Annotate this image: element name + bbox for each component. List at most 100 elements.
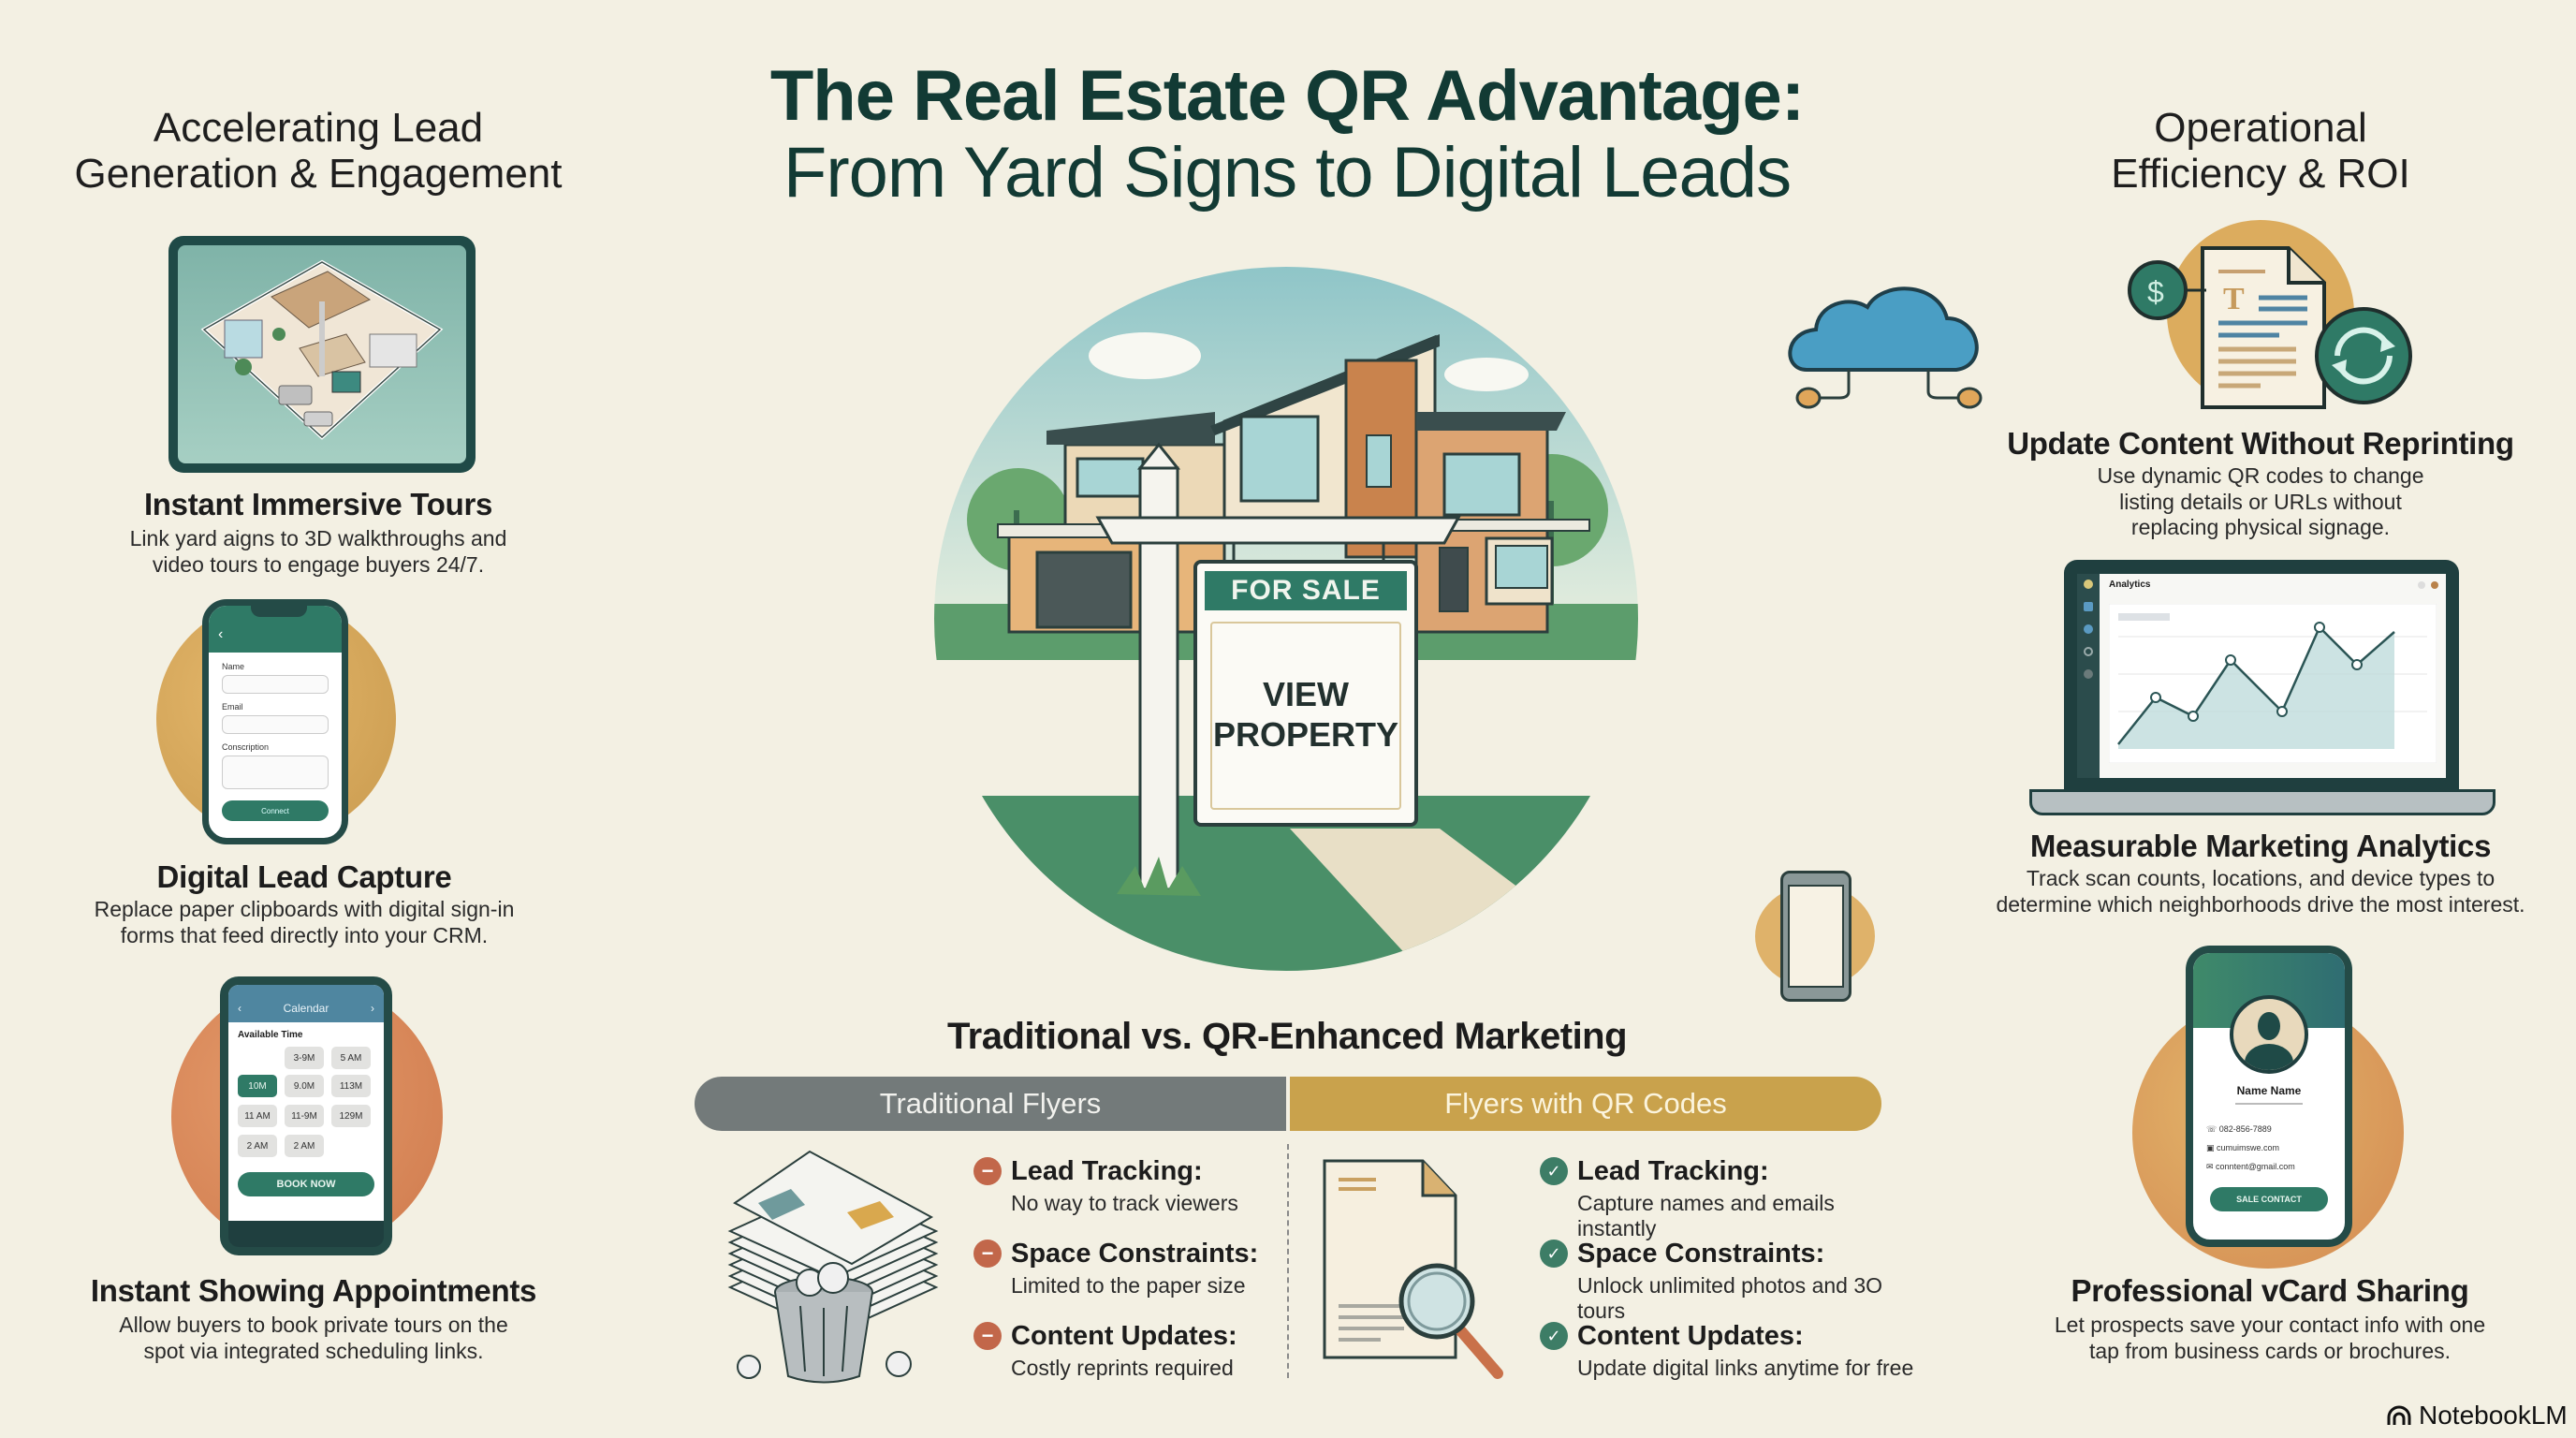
feature-desc-analytics: Track scan counts, locations, and device… bbox=[1975, 866, 2546, 917]
form-email-field[interactable] bbox=[222, 715, 329, 734]
comparison-heading: Traditional vs. QR-Enhanced Marketing bbox=[946, 1016, 1628, 1057]
item-value: No way to track viewers bbox=[1011, 1190, 1238, 1215]
item-label: Lead Tracking: bbox=[1011, 1156, 1203, 1186]
title-line-2: From Yard Signs to Digital Leads bbox=[783, 133, 1792, 213]
desc-line: spot via integrated scheduling links. bbox=[143, 1338, 484, 1363]
tablet-floorplan-icon bbox=[168, 236, 476, 473]
sidebar-home-icon[interactable] bbox=[2084, 580, 2093, 589]
web-icon: ▣ bbox=[2206, 1143, 2217, 1152]
right-heading-line-1: Operational bbox=[2154, 105, 2367, 151]
time-slot[interactable]: 5 AM bbox=[331, 1047, 371, 1069]
time-slot[interactable]: 11 AM bbox=[238, 1105, 277, 1127]
item-value: Update digital links anytime for free bbox=[1577, 1355, 1914, 1380]
save-contact-button[interactable]: SALE CONTACT bbox=[2210, 1187, 2328, 1211]
window-dot-icon bbox=[2418, 581, 2425, 589]
check-circle-icon: ✓ bbox=[1540, 1322, 1568, 1350]
vcard-website[interactable]: cumuimswe.com bbox=[2217, 1143, 2280, 1152]
notebooklm-brand: NotebookLM bbox=[2387, 1401, 2568, 1431]
time-slot-selected[interactable]: 10M bbox=[238, 1075, 277, 1097]
desc-line: Link yard aigns to 3D walkthroughs and bbox=[129, 526, 507, 550]
for-sale-header: FOR SALE bbox=[1205, 571, 1407, 610]
analytics-screen-title: Analytics bbox=[2109, 580, 2151, 590]
sidebar-globe-icon[interactable] bbox=[2084, 624, 2093, 634]
left-heading-line-2: Generation & Engagement bbox=[74, 151, 563, 198]
right-heading-line-2: Efficiency & ROI bbox=[2111, 151, 2410, 198]
item-label: Lead Tracking: bbox=[1577, 1156, 1769, 1186]
item-value: Unlock unlimited photos and 3O tours bbox=[1577, 1272, 1883, 1323]
traditional-item: − Content Updates: Costly reprints requi… bbox=[973, 1321, 1348, 1381]
qr-item: ✓ Lead Tracking: Capture names and email… bbox=[1540, 1156, 1914, 1241]
phone-icon: ☏ bbox=[2206, 1124, 2219, 1134]
phone-vcard-icon: Name Name ☏ 082-856-7889 ▣ cumuimswe.com… bbox=[2186, 946, 2352, 1247]
time-slot[interactable]: 2 AM bbox=[238, 1135, 277, 1157]
desc-line: forms that feed directly into your CRM. bbox=[120, 922, 489, 947]
time-slot[interactable]: 113M bbox=[331, 1075, 371, 1097]
feature-title-immersive-tours: Instant Immersive Tours bbox=[143, 487, 493, 521]
desc-line: determine which neighborhoods drive the … bbox=[1996, 891, 2525, 917]
calendar-next-icon[interactable]: › bbox=[370, 1002, 374, 1015]
vcard-phone[interactable]: 082-856-7889 bbox=[2218, 1124, 2272, 1134]
item-value: Limited to the paper size bbox=[1011, 1272, 1246, 1298]
qr-item: ✓ Content Updates: Update digital links … bbox=[1540, 1321, 1914, 1381]
feature-desc-immersive-tours: Link yard aigns to 3D walkthroughs and v… bbox=[37, 526, 599, 578]
qr-flyers-header: Flyers with QR Codes bbox=[1290, 1077, 1881, 1131]
notebooklm-logo-icon bbox=[2387, 1405, 2411, 1425]
title-line-1: The Real Estate QR Advantage: bbox=[769, 56, 1805, 136]
feature-title-vcard: Professional vCard Sharing bbox=[2071, 1273, 2469, 1308]
time-slot[interactable]: 129M bbox=[331, 1105, 371, 1127]
paper-stack-trash-icon bbox=[721, 1147, 945, 1390]
book-now-button[interactable]: BOOK NOW bbox=[238, 1172, 374, 1196]
desc-line: Replace paper clipboards with digital si… bbox=[94, 897, 515, 921]
sign-line-property: PROPERTY bbox=[1212, 715, 1399, 755]
time-slot[interactable]: 2 AM bbox=[285, 1135, 324, 1157]
desc-line: replacing physical signage. bbox=[2130, 515, 2391, 540]
form-connect-button[interactable]: Connect bbox=[222, 800, 329, 821]
minus-circle-icon: − bbox=[973, 1157, 1002, 1185]
mail-icon: ✉ bbox=[2206, 1162, 2217, 1171]
time-slot[interactable]: 9.0M bbox=[285, 1075, 324, 1097]
feature-title-showing-appointments: Instant Showing Appointments bbox=[90, 1273, 537, 1308]
form-name-field[interactable] bbox=[222, 675, 329, 694]
svg-text:$: $ bbox=[2147, 275, 2164, 309]
calendar-prev-icon[interactable]: ‹ bbox=[238, 1002, 242, 1015]
back-chevron-icon: ‹ bbox=[218, 626, 224, 642]
desc-line: Let prospects save your contact info wit… bbox=[2054, 1313, 2486, 1337]
form-third-field[interactable] bbox=[222, 756, 329, 789]
feature-desc-lead-capture: Replace paper clipboards with digital si… bbox=[23, 897, 585, 948]
calendar-header: Calendar bbox=[283, 1002, 329, 1015]
traditional-item: − Lead Tracking: No way to track viewers bbox=[973, 1156, 1348, 1216]
smartphone-icon bbox=[1780, 871, 1852, 1002]
cloud-icon bbox=[1778, 271, 2003, 459]
for-sale-sign: FOR SALE VIEW PROPERTY bbox=[1193, 560, 1418, 827]
feature-title-analytics: Measurable Marketing Analytics bbox=[2029, 829, 2492, 863]
house-for-sale-illustration: FOR SALE VIEW PROPERTY bbox=[934, 267, 1638, 971]
sign-line-view: VIEW bbox=[1262, 675, 1349, 713]
desc-line: Allow buyers to book private tours on th… bbox=[119, 1313, 508, 1337]
available-time-label: Available Time bbox=[238, 1030, 303, 1040]
minus-circle-icon: − bbox=[973, 1322, 1002, 1350]
left-heading-line-1: Accelerating Lead bbox=[153, 105, 484, 151]
phone-calendar-icon: ‹ Calendar › Available Time 3-9M 5 AM 10… bbox=[220, 976, 392, 1255]
item-value: Costly reprints required bbox=[1011, 1355, 1234, 1380]
feature-desc-update-content: Use dynamic QR codes to change listing d… bbox=[1975, 463, 2546, 541]
item-label: Space Constraints: bbox=[1577, 1239, 1825, 1269]
vcard-email[interactable]: conntent@gmail.com bbox=[2216, 1162, 2295, 1171]
svg-text:T: T bbox=[2223, 282, 2245, 316]
time-slot[interactable]: 11-9M bbox=[285, 1105, 324, 1127]
desc-line: listing details or URLs without bbox=[2119, 489, 2402, 514]
check-circle-icon: ✓ bbox=[1540, 1240, 1568, 1268]
time-slot[interactable]: 3-9M bbox=[285, 1047, 324, 1069]
sidebar-circle-icon[interactable] bbox=[2084, 647, 2093, 656]
laptop-base bbox=[2029, 789, 2496, 815]
right-column-heading: Operational Efficiency & ROI bbox=[1970, 105, 2551, 198]
item-label: Space Constraints: bbox=[1011, 1239, 1259, 1269]
feature-desc-vcard: Let prospects save your contact info wit… bbox=[1984, 1313, 2555, 1364]
brand-name: NotebookLM bbox=[2419, 1401, 2568, 1430]
feature-title-lead-capture: Digital Lead Capture bbox=[156, 859, 452, 894]
minus-circle-icon: − bbox=[973, 1240, 1002, 1268]
sidebar-chart-icon[interactable] bbox=[2084, 602, 2093, 611]
left-column-heading: Accelerating Lead Generation & Engagemen… bbox=[28, 105, 608, 198]
item-label: Content Updates: bbox=[1577, 1321, 1804, 1351]
traditional-item: − Space Constraints: Limited to the pape… bbox=[973, 1239, 1348, 1299]
sidebar-settings-icon[interactable] bbox=[2084, 669, 2093, 679]
